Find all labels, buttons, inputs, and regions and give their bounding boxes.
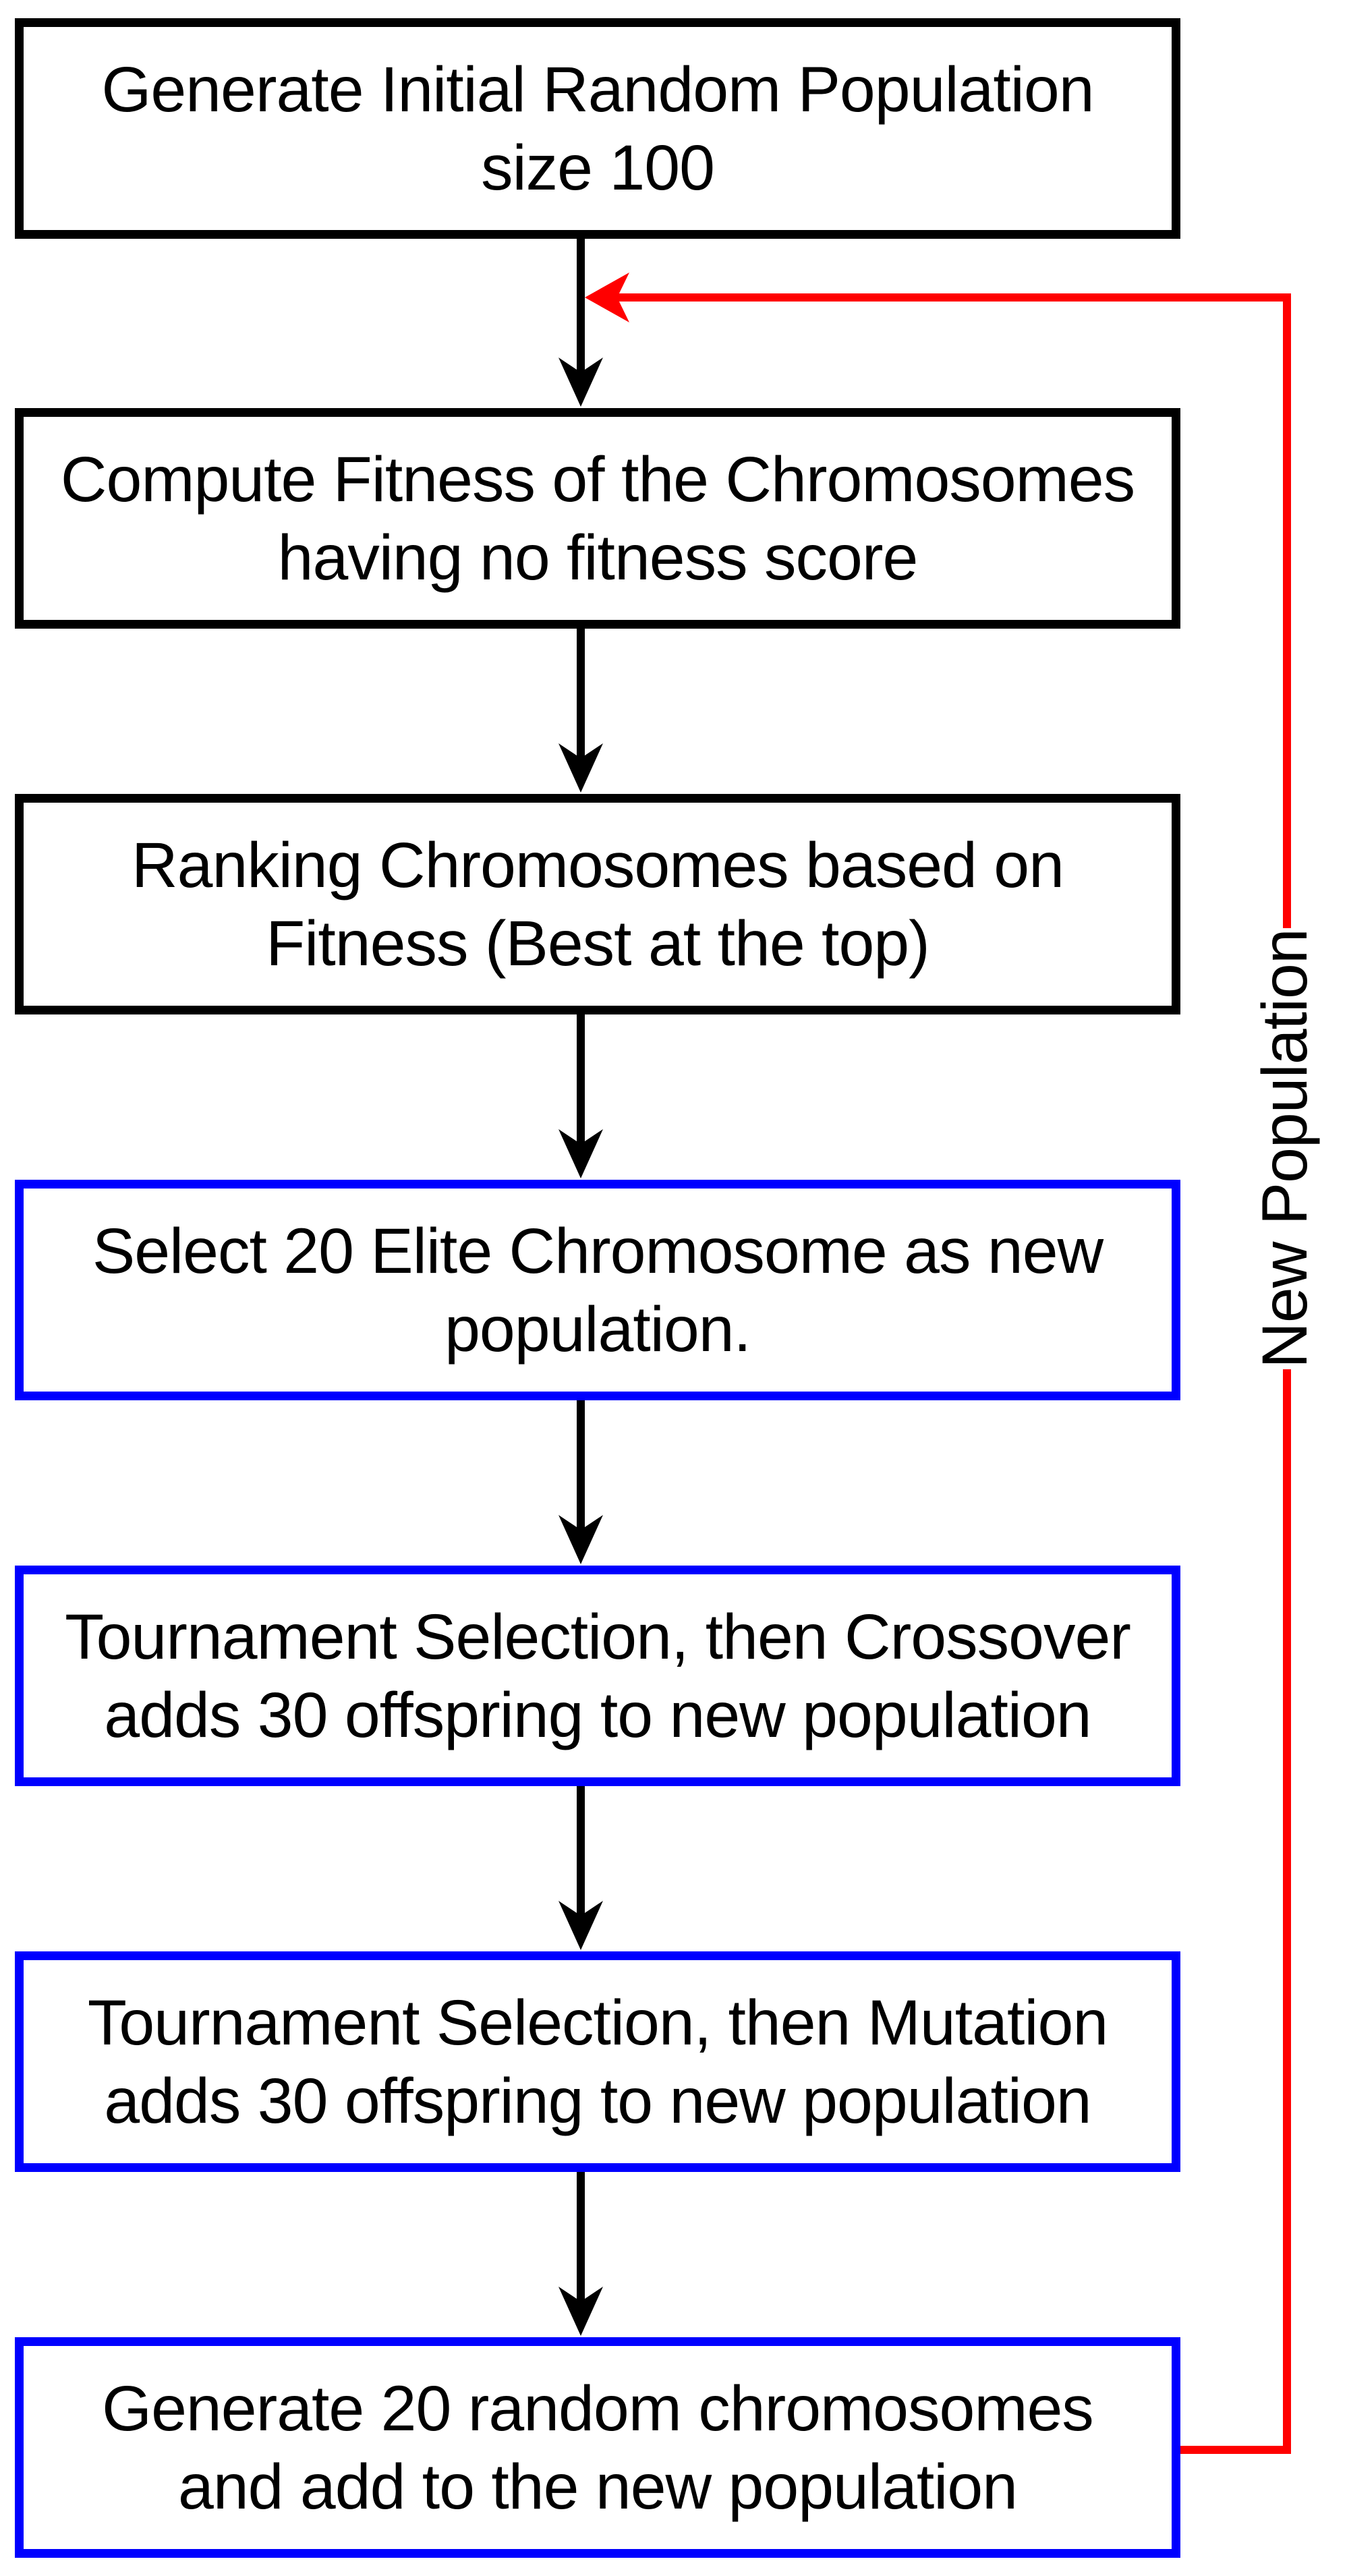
flow-arrow-2 (558, 629, 603, 793)
step-text-line: size 100 (481, 132, 715, 204)
step-ranking-chromosomes: Ranking Chromosomes based on Fitness (Be… (15, 794, 1180, 1014)
step-text-line: Fitness (Best at the top) (266, 907, 929, 979)
flow-arrow-5 (558, 1786, 603, 1950)
flow-arrow-6 (558, 2172, 603, 2336)
step-text-line: Select 20 Elite Chromosome as new (92, 1215, 1104, 1287)
step-text-line: Ranking Chromosomes based on (132, 829, 1064, 901)
step-text-line: Compute Fitness of the Chromosomes (60, 443, 1135, 515)
step-text-line: adds 30 offspring to new population (104, 2065, 1091, 2137)
step-generate-initial-population: Generate Initial Random Population size … (15, 18, 1180, 239)
step-mutation: Tournament Selection, then Mutation adds… (15, 1951, 1180, 2172)
flow-arrow-4 (558, 1400, 603, 1564)
step-select-elite: Select 20 Elite Chromosome as new popula… (15, 1180, 1180, 1400)
step-text-line: Tournament Selection, then Crossover (65, 1601, 1131, 1673)
step-compute-fitness: Compute Fitness of the Chromosomes havin… (15, 408, 1180, 629)
step-text-line: Tournament Selection, then Mutation (87, 1986, 1108, 2059)
step-text-line: Generate Initial Random Population (101, 53, 1094, 125)
step-crossover: Tournament Selection, then Crossover add… (15, 1566, 1180, 1786)
flow-arrow-1 (558, 239, 603, 407)
step-generate-random-chromosomes: Generate 20 random chromosomes and add t… (15, 2337, 1180, 2558)
step-text-line: population. (445, 1293, 751, 1365)
flow-arrow-3 (558, 1014, 603, 1178)
step-text-line: Generate 20 random chromosomes (102, 2372, 1094, 2444)
step-text-line: adds 30 offspring to new population (104, 1679, 1091, 1751)
step-text-line: having no fitness score (277, 521, 919, 594)
step-text-line: and add to the new population (178, 2451, 1018, 2523)
new-population-label: New Population (1249, 929, 1321, 1369)
